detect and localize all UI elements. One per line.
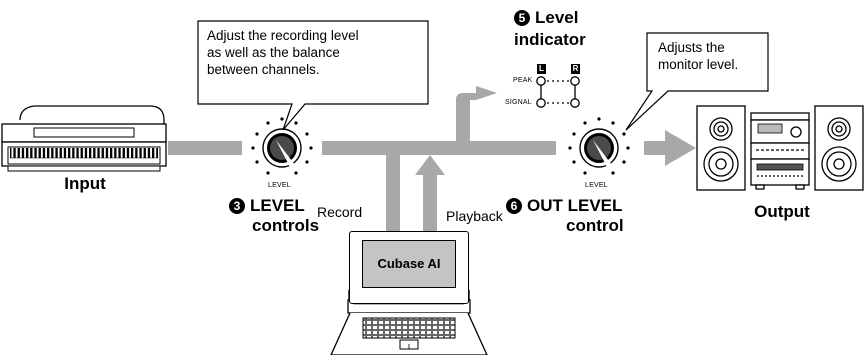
level-knob-text: LEVEL [268,182,291,189]
callout-monitor-level: Adjusts the monitor level. [652,37,744,75]
out-level-title: OUT LEVEL [527,196,623,215]
out-level-knob-text: LEVEL [585,182,608,189]
level-indicator-subtitle: indicator [514,30,586,49]
out-level-knob-icon [568,117,630,175]
callout-monitor-level-line-2: monitor level. [658,57,739,72]
level-indicator-label: 5 Level [514,8,578,27]
out-level-subtitle: control [566,216,624,235]
stereo-system-icon [696,105,864,191]
level-indicator-number-badge: 5 [514,10,530,26]
callout-monitor-level-box [625,32,769,131]
level-indicator-title: Level [535,8,579,27]
level-controls-subtitle: controls [252,216,320,235]
callout-monitor-level-line-1: Adjusts the [658,40,725,55]
input-label: Input [64,174,106,193]
out-level-number-badge: 6 [506,198,522,214]
callout-recording-level-line-1: Adjust the recording level [207,28,359,43]
left-channel-marker: L [537,64,546,74]
playback-arrow-label: Playback [446,208,503,224]
level-controls-number-badge: 3 [229,198,245,214]
cubase-ai-screen-label: Cubase AI [377,256,441,271]
callout-recording-level: Adjust the recording level as well as th… [201,25,365,80]
level-controls-title: LEVEL [250,196,305,215]
level-controls-label: 3 LEVEL [229,196,305,215]
level-knob-icon [251,117,313,175]
callout-recording-level-line-3: between channels. [207,62,320,77]
keyboard-icon [1,105,167,172]
record-arrow-label: Record [317,204,363,220]
callout-recording-level-box [197,20,429,131]
right-channel-marker: R [571,64,580,74]
laptop-screen-display [362,240,456,288]
callout-recording-level-line-2: as well as the balance [207,45,340,60]
level-indicator-leds [536,76,580,108]
peak-led-label: PEAK [513,77,533,84]
out-level-control-label: 6 OUT LEVEL [506,196,622,215]
output-label: Output [754,202,810,221]
signal-led-label: SIGNAL [505,99,532,106]
